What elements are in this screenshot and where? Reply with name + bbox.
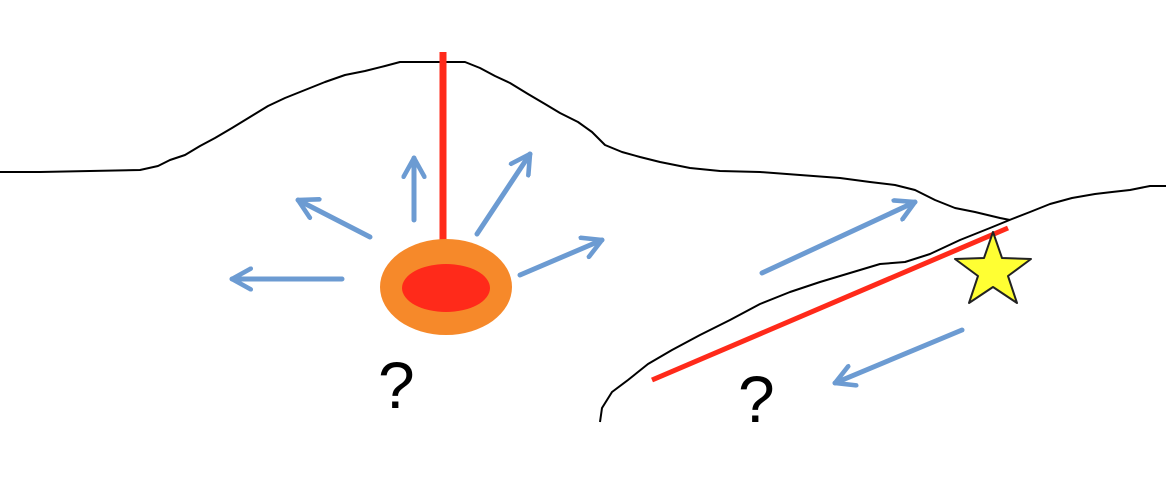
fault-slip-arrows xyxy=(759,202,965,383)
arrow-east xyxy=(517,240,605,278)
star-icon xyxy=(954,231,1032,304)
unknown-fault-question-mark: ? xyxy=(738,362,775,436)
volcano-terrain-line xyxy=(0,61,1011,221)
unknown-source-question-mark: ? xyxy=(378,348,415,422)
magma-chamber-icon xyxy=(380,239,512,335)
fault-plane xyxy=(651,225,1009,383)
arrow-northwest xyxy=(295,200,373,240)
fault-block-terrain-line xyxy=(599,185,1166,423)
arrow-footwall-down xyxy=(832,327,965,383)
arrow-northeast xyxy=(474,151,533,237)
radial-deformation-arrows xyxy=(229,151,605,279)
arrow-hanging-wall-up xyxy=(759,202,918,276)
